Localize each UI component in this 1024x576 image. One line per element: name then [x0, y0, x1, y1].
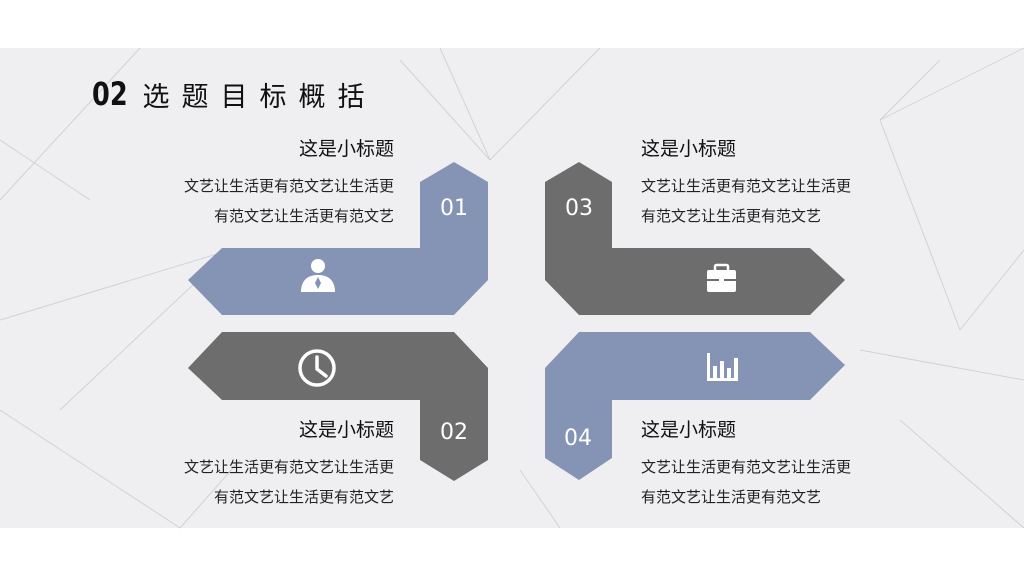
- number-02: 02: [440, 420, 468, 445]
- description-line: 有范文艺让生活更有范文艺: [213, 488, 394, 506]
- arrow-shape-03: [545, 162, 845, 315]
- subtitle: 这是小标题: [298, 419, 394, 441]
- description-line: 文艺让生活更有范文艺让生活更: [641, 458, 852, 476]
- page-title: 02 选题目标概括: [92, 74, 377, 114]
- text-block-01: 这是小标题 文艺让生活更有范文艺让生活更 有范文艺让生活更有范文艺: [94, 136, 394, 231]
- text-block-02: 这是小标题 文艺让生活更有范文艺让生活更 有范文艺让生活更有范文艺: [94, 417, 394, 512]
- person-icon: [301, 259, 335, 292]
- bar-chart-icon: [707, 353, 738, 381]
- description-line: 文艺让生活更有范文艺让生活更: [183, 177, 394, 195]
- number-03: 03: [565, 196, 593, 221]
- arrow-shape-02: [188, 332, 488, 481]
- description-line: 文艺让生活更有范文艺让生活更: [183, 458, 394, 476]
- number-01: 01: [440, 196, 468, 221]
- description-line: 有范文艺让生活更有范文艺: [641, 207, 822, 225]
- description-line: 有范文艺让生活更有范文艺: [213, 207, 394, 225]
- arrow-shape-01: [188, 162, 488, 315]
- subtitle: 这是小标题: [298, 138, 394, 160]
- subtitle: 这是小标题: [641, 419, 737, 441]
- title-text: 选题目标概括: [142, 81, 377, 113]
- number-04: 04: [564, 426, 592, 451]
- text-block-04: 这是小标题 文艺让生活更有范文艺让生活更 有范文艺让生活更有范文艺: [641, 417, 941, 512]
- description-line: 有范文艺让生活更有范文艺: [641, 488, 822, 506]
- subtitle: 这是小标题: [641, 138, 737, 160]
- background-band: [0, 48, 1024, 528]
- title-number: 02: [92, 75, 128, 113]
- text-block-03: 这是小标题 文艺让生活更有范文艺让生活更 有范文艺让生活更有范文艺: [641, 136, 941, 231]
- description-line: 文艺让生活更有范文艺让生活更: [641, 177, 852, 195]
- arrow-shape-04: [545, 332, 845, 480]
- clock-icon: [298, 349, 336, 387]
- briefcase-icon: [707, 263, 736, 292]
